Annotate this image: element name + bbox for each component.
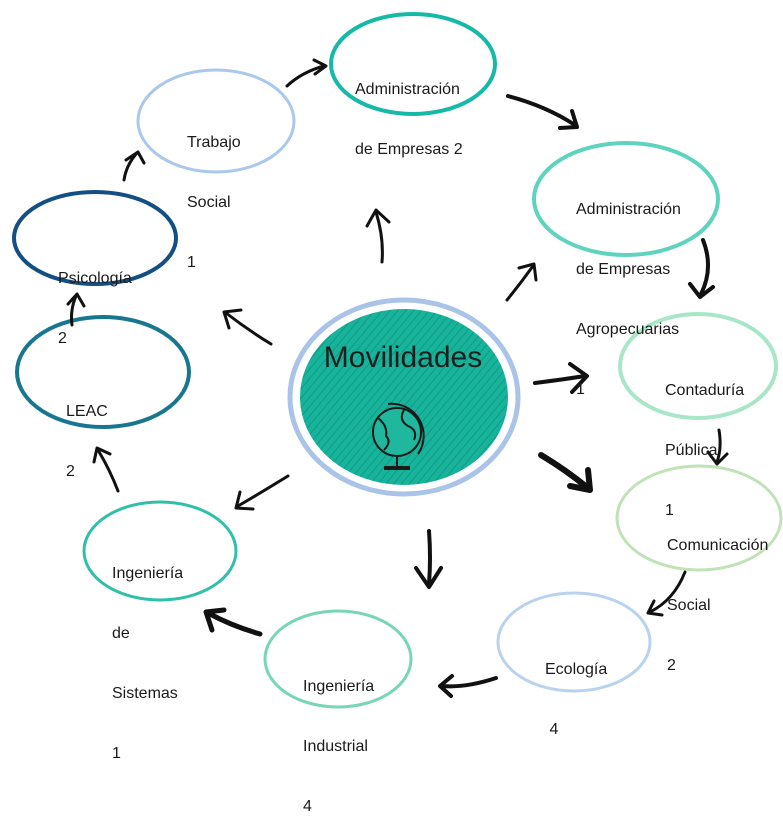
label-trabajo-social: Trabajo Social 1	[187, 93, 241, 293]
label-ing-sistemas: Ingeniería de Sistemas 1	[112, 524, 183, 784]
label-line: Psicología	[58, 270, 132, 287]
label-line: 4	[545, 721, 559, 738]
label-psicologia: Psicología 2	[58, 229, 132, 369]
node-psicologia	[12, 190, 178, 286]
label-admin-agro: Administración de Empresas Agropecuarias…	[576, 160, 681, 420]
node-trabajo-social	[136, 68, 296, 174]
label-line: de Empresas	[576, 261, 671, 278]
label-ing-industrial: Ingeniería Industrial 4	[303, 637, 374, 837]
arrow-center-to-agro	[505, 262, 538, 302]
center-hub	[287, 297, 521, 497]
label-line: Industrial	[303, 738, 368, 755]
label-line: 2	[66, 463, 75, 480]
label-line: Sistemas	[112, 685, 178, 702]
arrow-leac-to-psicologia	[66, 292, 86, 327]
label-line: Administración	[355, 81, 460, 98]
node-leac	[15, 315, 191, 429]
arrow-sistemas-to-leac	[92, 446, 120, 493]
label-line: Social	[187, 194, 231, 211]
label-line: Ecología	[545, 661, 608, 678]
arrow-contaduria-to-comunicacion	[706, 428, 729, 466]
label-line: 1	[665, 502, 674, 519]
arrow-comunicacion-to-ecologia	[646, 570, 687, 617]
arrow-agro-to-contaduria	[688, 238, 715, 299]
radial-arrows	[222, 208, 593, 589]
label-line: Social	[667, 597, 711, 614]
arrow-center-to-leac	[222, 308, 273, 346]
label-line: Trabajo	[187, 134, 241, 151]
globe-icon	[372, 402, 425, 470]
label-line: Administración	[576, 201, 681, 218]
label-line: 2	[58, 330, 67, 347]
arrow-psicologia-to-trabajo	[122, 150, 146, 182]
arrow-center-to-comunicacion	[538, 452, 593, 493]
node-contaduria	[618, 312, 778, 420]
node-admin-empresas	[329, 12, 497, 116]
label-line: 1	[187, 254, 196, 271]
label-line: 4	[303, 798, 312, 815]
label-line: de Empresas 2	[355, 141, 463, 158]
label-ecologia: Ecología 4	[545, 620, 607, 760]
label-line: Agropecuarias	[576, 321, 680, 338]
center-title: Movilidades	[323, 341, 483, 374]
arrow-center-to-industrial	[414, 529, 443, 589]
diagram-canvas	[12, 12, 783, 709]
label-comunicacion: Comunicación Social 2	[667, 496, 768, 696]
node-ing-sistemas	[82, 500, 238, 602]
arrow-center-to-sistemas	[234, 474, 290, 511]
label-line: de	[112, 625, 130, 642]
label-line: 2	[667, 657, 676, 674]
label-line: Ingeniería	[303, 678, 375, 695]
label-line: 1	[576, 381, 585, 398]
arrow-admin-to-agro	[506, 94, 579, 130]
label-line: LEAC	[66, 403, 108, 420]
arrow-center-to-contaduria	[533, 362, 589, 394]
cycle-arrows	[66, 58, 729, 698]
node-ecologia	[496, 591, 652, 693]
label-leac: LEAC 2	[66, 362, 108, 502]
label-line: Comunicación	[667, 537, 769, 554]
label-line: Contaduría	[665, 382, 745, 399]
node-admin-agro	[532, 141, 720, 257]
label-contaduria: Contaduría Pública 1	[665, 341, 744, 541]
arrow-center-to-trabajo	[365, 208, 391, 264]
label-line: 1	[112, 745, 121, 762]
label-line: Pública	[665, 442, 718, 459]
arrow-ecologia-to-industrial	[438, 674, 498, 698]
label-line: Ingeniería	[112, 565, 184, 582]
label-admin-empresas: Administración de Empresas 2	[355, 40, 463, 180]
arrow-trabajo-to-admin	[285, 58, 328, 88]
arrow-industrial-to-sistemas	[203, 607, 263, 637]
node-comunicacion	[615, 464, 783, 572]
node-ing-industrial	[263, 609, 413, 709]
